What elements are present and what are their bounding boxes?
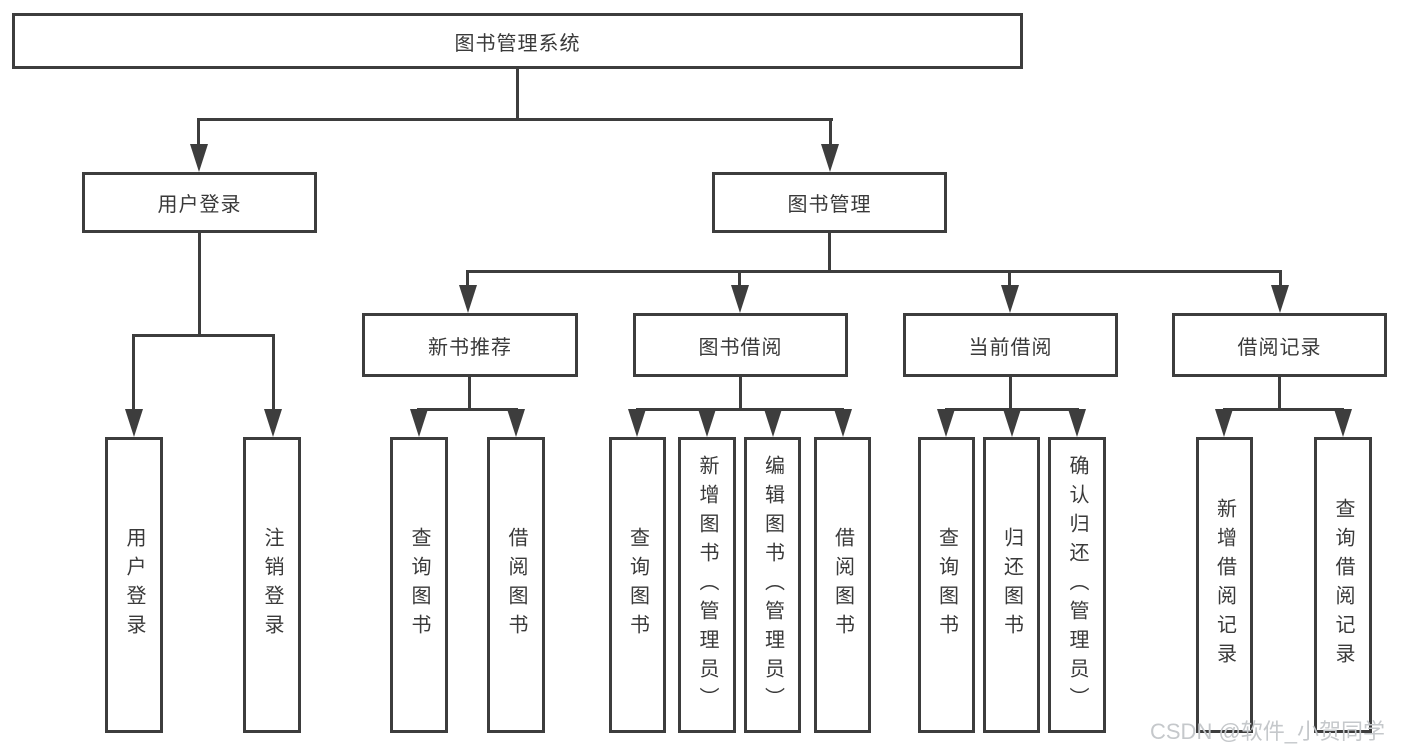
node-bb-query-books: 查询图书 bbox=[609, 437, 666, 733]
connector-bookmgmt-stub-2 bbox=[738, 270, 741, 292]
node-nbr-query-books: 查询图书 bbox=[390, 437, 448, 733]
node-cb-return-books: 归还图书 bbox=[983, 437, 1040, 733]
node-borrow-records: 借阅记录 bbox=[1172, 313, 1387, 377]
arrow-down-icon bbox=[731, 285, 749, 313]
connector-bookmgmt-stub-3 bbox=[1008, 270, 1011, 292]
arrow-down-icon bbox=[1001, 285, 1019, 313]
node-book-borrow: 图书借阅 bbox=[633, 313, 848, 377]
connector-userlogin-left-stub bbox=[132, 334, 135, 413]
node-br-add-record-label: 新增借阅记录 bbox=[1213, 498, 1236, 672]
connector-root-left-stub bbox=[197, 118, 200, 148]
connector-bb-vertical bbox=[739, 377, 742, 411]
node-nbr-query-books-label: 查询图书 bbox=[408, 527, 430, 643]
connector-bb-horizontal bbox=[636, 408, 844, 411]
watermark: CSDN @软件_小贺同学 bbox=[1150, 719, 1386, 744]
connector-nbr-horizontal bbox=[417, 408, 518, 411]
node-current-borrow-label: 当前借阅 bbox=[968, 336, 1053, 359]
node-logout: 注销登录 bbox=[243, 437, 301, 733]
connector-bookmgmt-stub-4 bbox=[1279, 270, 1282, 292]
node-current-borrow: 当前借阅 bbox=[903, 313, 1118, 377]
node-cb-query-books-label: 查询图书 bbox=[935, 527, 958, 643]
node-bb-borrow-books-label: 借阅图书 bbox=[831, 527, 854, 643]
node-nbr-borrow-books: 借阅图书 bbox=[487, 437, 545, 733]
connector-bookmgmt-stub-1 bbox=[466, 270, 469, 292]
node-cb-confirm-return-admin-label: 确认归还（管理员） bbox=[1066, 454, 1088, 716]
node-bb-borrow-books: 借阅图书 bbox=[814, 437, 871, 733]
node-bb-add-books-admin-label: 新增图书（管理员） bbox=[696, 454, 718, 716]
arrow-down-icon bbox=[125, 409, 143, 437]
arrow-down-icon bbox=[1003, 409, 1021, 437]
node-root-system-label: 图书管理系统 bbox=[454, 32, 581, 55]
node-book-borrow-label: 图书借阅 bbox=[698, 336, 783, 359]
node-cb-confirm-return-admin: 确认归还（管理员） bbox=[1048, 437, 1106, 733]
connector-root-vertical bbox=[516, 68, 519, 121]
node-new-book-recommend: 新书推荐 bbox=[362, 313, 578, 377]
connector-cb-vertical bbox=[1009, 377, 1012, 411]
node-cb-query-books: 查询图书 bbox=[918, 437, 975, 733]
node-user-login-leaf-label: 用户登录 bbox=[123, 527, 145, 643]
arrow-down-icon bbox=[937, 409, 955, 437]
node-bb-add-books-admin: 新增图书（管理员） bbox=[678, 437, 736, 733]
node-bb-query-books-label: 查询图书 bbox=[626, 527, 649, 643]
connector-br-vertical bbox=[1278, 377, 1281, 411]
arrow-down-icon bbox=[628, 409, 646, 437]
node-new-book-recommend-label: 新书推荐 bbox=[428, 336, 512, 359]
node-book-management: 图书管理 bbox=[712, 172, 947, 233]
connector-userlogin-right-stub bbox=[272, 334, 275, 413]
connector-bookmgmt-vertical bbox=[828, 233, 831, 273]
arrow-down-icon bbox=[1271, 285, 1289, 313]
connector-userlogin-vertical bbox=[198, 233, 201, 337]
arrow-down-icon bbox=[1215, 409, 1233, 437]
arrow-down-icon bbox=[821, 144, 839, 172]
node-user-login-branch: 用户登录 bbox=[82, 172, 317, 233]
node-cb-return-books-label: 归还图书 bbox=[1000, 527, 1023, 643]
node-logout-label: 注销登录 bbox=[261, 527, 283, 643]
arrow-down-icon bbox=[1334, 409, 1352, 437]
arrow-down-icon bbox=[264, 409, 282, 437]
node-br-query-record: 查询借阅记录 bbox=[1314, 437, 1372, 733]
node-user-login-leaf: 用户登录 bbox=[105, 437, 163, 733]
node-bb-edit-books-admin-label: 编辑图书（管理员） bbox=[761, 454, 784, 716]
arrow-down-icon bbox=[459, 285, 477, 313]
connector-userlogin-horizontal bbox=[132, 334, 275, 337]
node-root-system: 图书管理系统 bbox=[12, 13, 1023, 69]
node-br-query-record-label: 查询借阅记录 bbox=[1332, 498, 1354, 672]
connector-root-right-stub bbox=[829, 118, 832, 148]
connector-nbr-vertical bbox=[468, 377, 471, 411]
arrow-down-icon bbox=[1068, 409, 1086, 437]
arrow-down-icon bbox=[190, 144, 208, 172]
connector-root-horizontal bbox=[197, 118, 833, 121]
node-nbr-borrow-books-label: 借阅图书 bbox=[505, 527, 527, 643]
arrow-down-icon bbox=[764, 409, 782, 437]
connector-br-horizontal bbox=[1223, 408, 1344, 411]
node-book-management-label: 图书管理 bbox=[787, 194, 872, 216]
arrow-down-icon bbox=[410, 409, 428, 437]
node-borrow-records-label: 借阅记录 bbox=[1237, 336, 1322, 359]
node-bb-edit-books-admin: 编辑图书（管理员） bbox=[744, 437, 801, 733]
arrow-down-icon bbox=[507, 409, 525, 437]
node-user-login-branch-label: 用户登录 bbox=[157, 194, 242, 216]
connector-bookmgmt-horizontal bbox=[466, 270, 1282, 273]
arrow-down-icon bbox=[834, 409, 852, 437]
arrow-down-icon bbox=[698, 409, 716, 437]
node-br-add-record: 新增借阅记录 bbox=[1196, 437, 1253, 733]
